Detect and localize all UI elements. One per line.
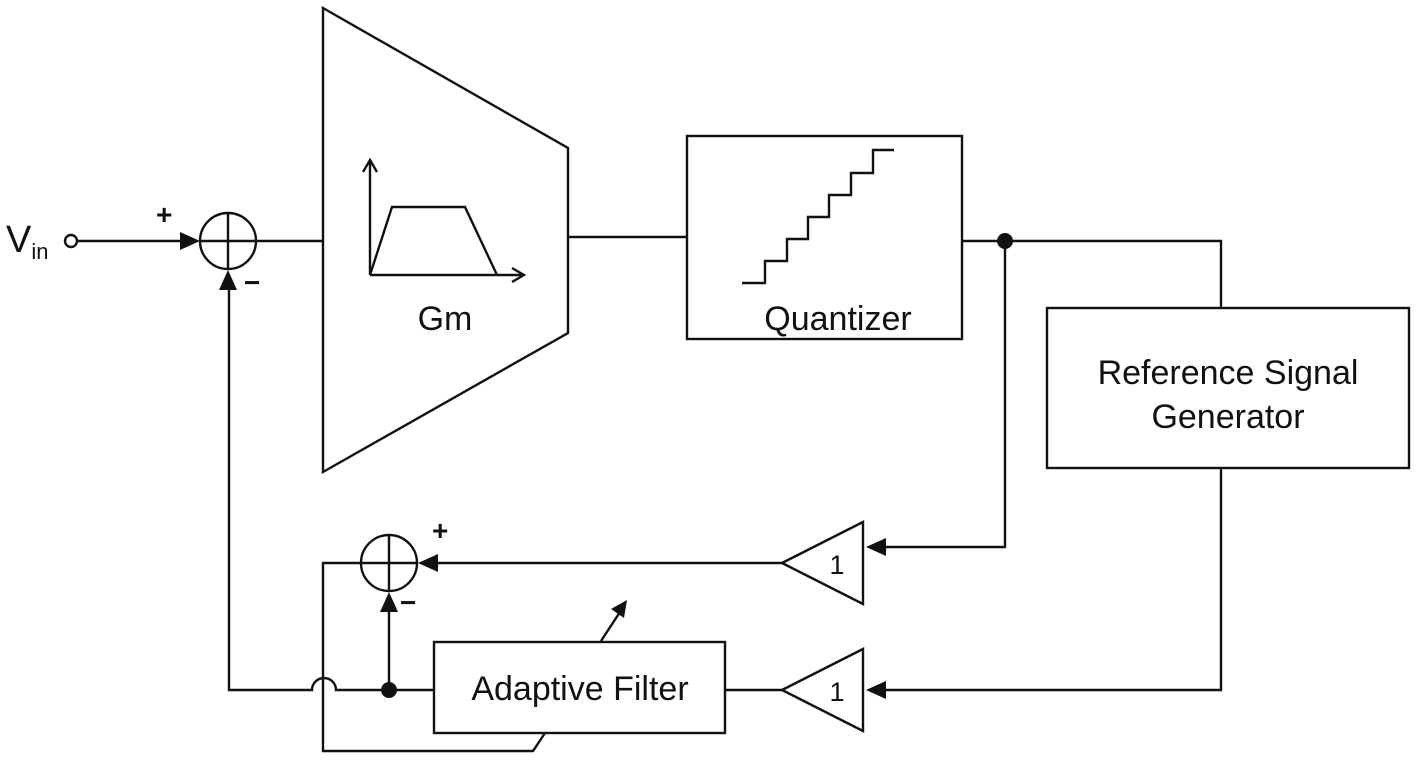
reference-signal-generator-label-line1: Reference Signal <box>1098 354 1359 392</box>
gm-frequency-response-graph <box>361 157 527 284</box>
arrow-into-sum2-bottom <box>380 592 398 612</box>
summing-junction-1 <box>198 211 258 271</box>
input-label: V <box>6 219 32 261</box>
reference-signal-generator-label-line2: Generator <box>1151 398 1304 436</box>
input-terminal: Vin <box>6 219 79 264</box>
wire-output-to-buffer-top <box>883 241 1007 549</box>
summing-junction-2 <box>359 533 419 593</box>
input-label-subscript: in <box>31 239 48 264</box>
adaptive-filter-label: Adaptive Filter <box>471 670 688 708</box>
sum1-minus-sign: − <box>244 267 260 298</box>
arrow-into-sum2-right <box>418 554 438 572</box>
buffer-top <box>779 520 865 606</box>
reference-signal-generator-block <box>1045 306 1411 470</box>
adaptive-filter-block <box>432 640 727 735</box>
sum2-minus-sign: − <box>400 587 416 618</box>
gm-block <box>321 5 570 475</box>
quantizer-block <box>685 134 964 341</box>
adaptation-arrow-head <box>611 600 627 618</box>
quantizer-staircase-icon <box>742 148 894 285</box>
adaptation-arrow-line <box>599 611 622 642</box>
arrow-into-buffer-top <box>866 538 886 556</box>
arrow-into-sum1-bottom <box>219 270 237 290</box>
buffer-bottom-gain-label: 1 <box>829 677 844 707</box>
sum1-plus-sign: + <box>156 199 172 230</box>
wire-reference-to-buffer-bottom <box>883 468 1223 692</box>
wire-error-signal <box>321 561 546 753</box>
arrow-into-buffer-bottom <box>866 681 886 699</box>
buffer-top-gain-label: 1 <box>829 550 844 580</box>
gm-label: Gm <box>418 300 473 338</box>
arrow-into-sum1-left <box>180 232 200 250</box>
wire-filter-output-feedback <box>227 288 434 692</box>
svg-text:Vin: Vin <box>6 219 48 264</box>
sum2-plus-sign: + <box>432 515 448 546</box>
quantizer-label: Quantizer <box>764 300 911 338</box>
wire-quantizer-output <box>962 239 1223 308</box>
buffer-bottom <box>779 647 865 733</box>
